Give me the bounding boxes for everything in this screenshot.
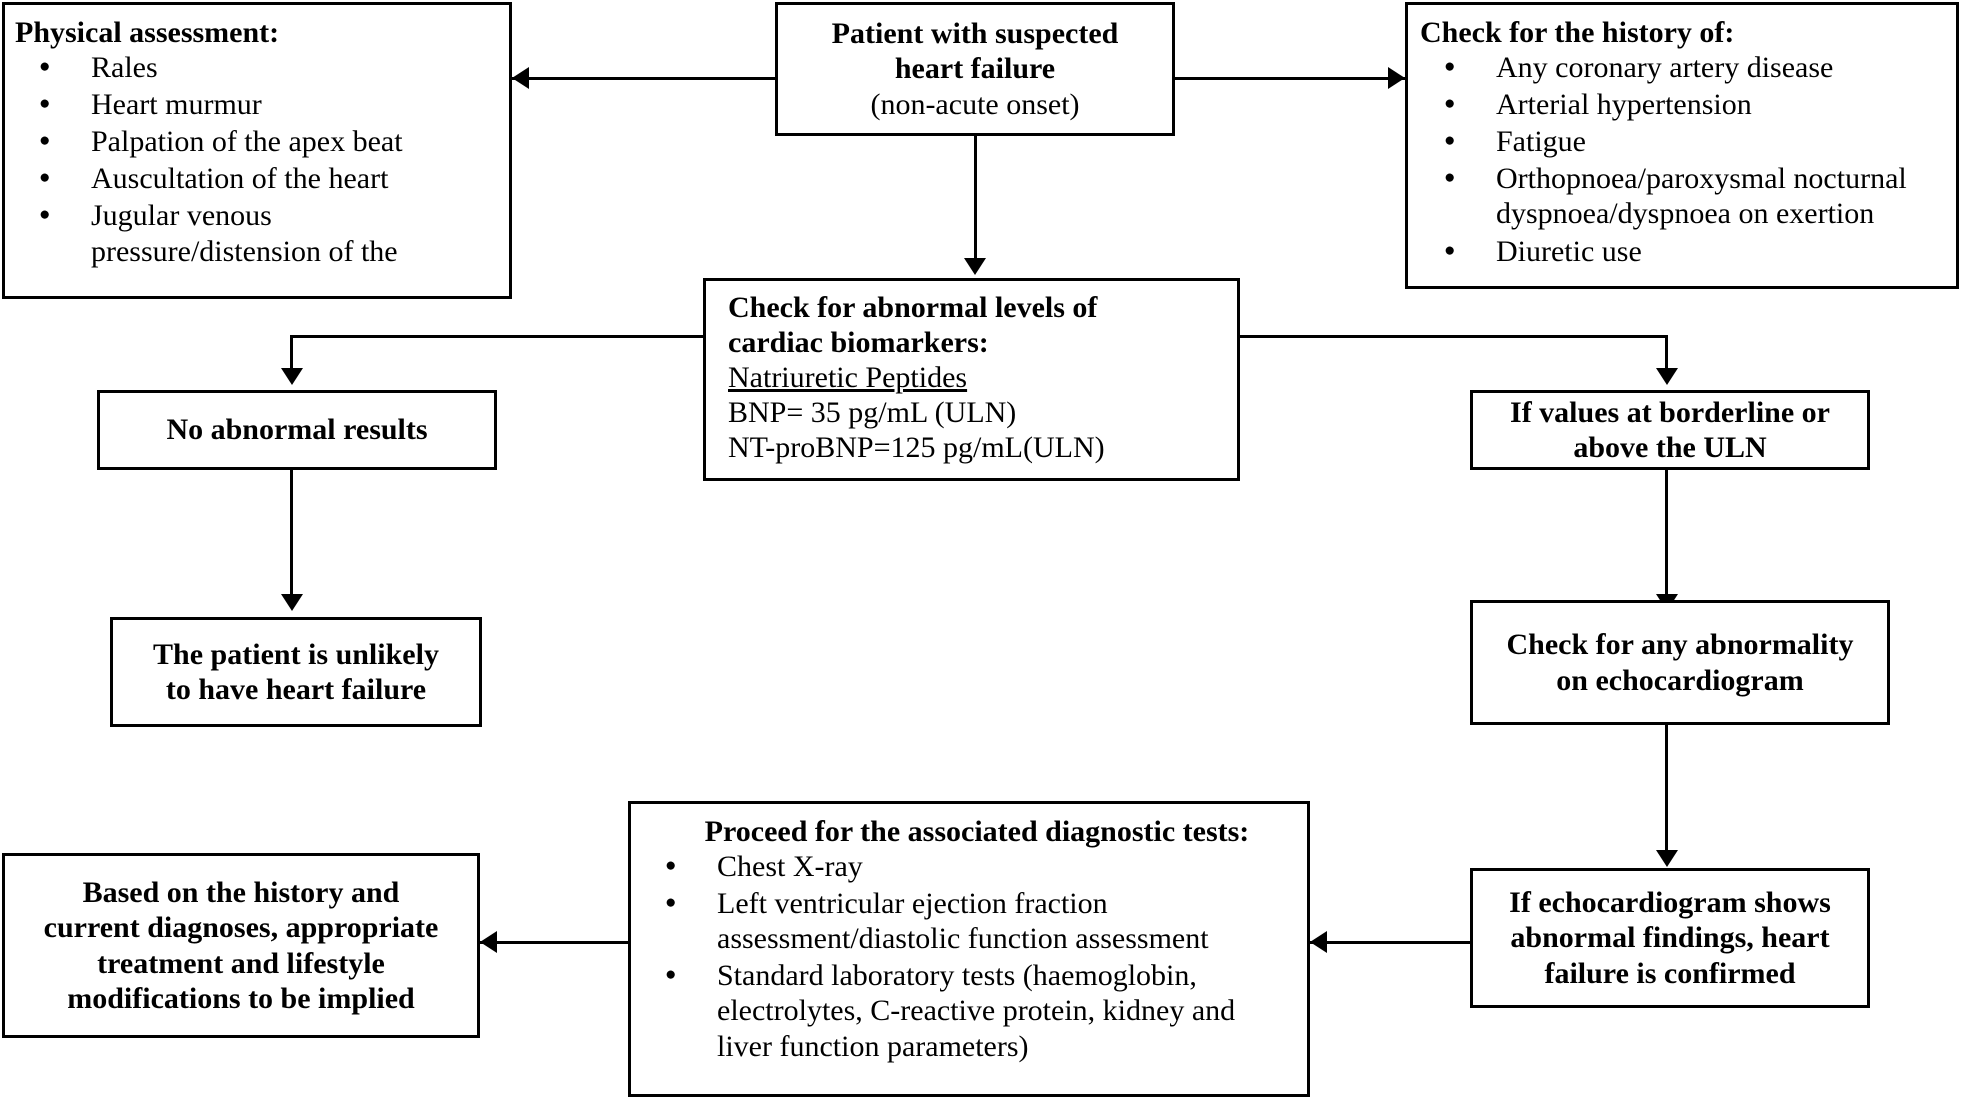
- patient-suspected-line1: Patient with suspected: [831, 17, 1119, 51]
- arrowhead-to-biomarkers: [964, 258, 986, 275]
- arrowhead-to-no-abnormal: [281, 368, 303, 385]
- echo-abnormal-line3: failure is confirmed: [1544, 956, 1796, 990]
- node-borderline-uln[interactable]: If values at borderline or above the ULN: [1470, 390, 1870, 470]
- biomarkers-bnp-value: BNP= 35 pg/mL (ULN): [728, 396, 1017, 430]
- connector-patient-to-history: [1175, 77, 1405, 80]
- biomarkers-heading-line2: cardiac biomarkers:: [728, 326, 989, 360]
- connector-borderline-to-echo: [1665, 469, 1668, 597]
- arrowhead-to-tests: [1310, 931, 1327, 953]
- list-item: Diuretic use: [1444, 234, 1948, 269]
- history-check-list: Any coronary artery disease Arterial hyp…: [1420, 50, 1948, 271]
- biomarkers-heading-line1: Check for abnormal levels of: [728, 291, 1098, 324]
- patient-suspected-line2: heart failure: [894, 52, 1056, 86]
- list-item: Jugular venous pressure/distension of th…: [39, 198, 411, 268]
- physical-assessment-list: Rales Heart murmur Palpation of the apex…: [15, 50, 501, 271]
- connector-confirmed-to-tests: [1310, 941, 1472, 944]
- echo-abnormal-line2: abnormal findings, heart: [1510, 921, 1830, 955]
- echo-abnormal-line1: If echocardiogram shows: [1509, 886, 1831, 920]
- connector-biomarkers-left: [290, 335, 705, 338]
- connector-no-abnormal-to-unlikely: [290, 469, 293, 597]
- treatment-plan-line4: modifications to be implied: [67, 981, 415, 1015]
- list-item: Left ventricular ejection fraction asses…: [665, 886, 1257, 956]
- node-check-echocardiogram[interactable]: Check for any abnormality on echocardiog…: [1470, 600, 1890, 725]
- list-item: Standard laboratory tests (haemoglobin, …: [665, 958, 1289, 1063]
- treatment-plan-line1: Based on the history and: [82, 876, 400, 910]
- list-item: Any coronary artery disease: [1444, 50, 1948, 85]
- diagnostic-tests-list: Chest X-ray Left ventricular ejection fr…: [643, 849, 1297, 1066]
- node-unlikely-heart-failure[interactable]: The patient is unlikely to have heart fa…: [110, 617, 482, 727]
- borderline-uln-line2: above the ULN: [1573, 431, 1767, 464]
- treatment-plan-line3: treatment and lifestyle: [97, 946, 385, 980]
- arrowhead-to-unlikely: [281, 594, 303, 611]
- treatment-plan-line2: current diagnoses, appropriate: [43, 911, 439, 945]
- borderline-uln-line1: If values at borderline or: [1510, 395, 1830, 429]
- list-item: Rales: [39, 50, 501, 85]
- connector-patient-to-biomarkers: [974, 136, 977, 261]
- check-echo-line2: on echocardiogram: [1556, 663, 1804, 697]
- node-patient-suspected-hf[interactable]: Patient with suspected heart failure (no…: [775, 2, 1175, 136]
- node-treatment-plan[interactable]: Based on the history and current diagnos…: [2, 853, 480, 1038]
- list-item: Arterial hypertension: [1444, 87, 1948, 122]
- node-diagnostic-tests[interactable]: Proceed for the associated diagnostic te…: [628, 801, 1310, 1097]
- list-item: Palpation of the apex beat: [39, 124, 501, 159]
- list-item: Orthopnoea/paroxysmal nocturnal dyspnoea…: [1444, 161, 1948, 231]
- arrowhead-to-treatment: [480, 931, 497, 953]
- node-physical-assessment[interactable]: Physical assessment: Rales Heart murmur …: [2, 2, 512, 299]
- arrowhead-to-history: [1388, 67, 1405, 89]
- diagnostic-tests-heading: Proceed for the associated diagnostic te…: [704, 815, 1250, 848]
- unlikely-hf-line1: The patient is unlikely: [153, 637, 439, 671]
- connector-biomarkers-right: [1238, 335, 1668, 338]
- biomarkers-subheading: Natriuretic Peptides: [728, 361, 968, 395]
- history-check-heading: Check for the history of:: [1420, 16, 1735, 49]
- connector-patient-to-physical: [512, 77, 775, 80]
- arrowhead-to-borderline: [1656, 368, 1678, 385]
- physical-assessment-heading: Physical assessment:: [15, 16, 280, 49]
- list-item: Chest X-ray: [665, 849, 1297, 884]
- node-cardiac-biomarkers[interactable]: Check for abnormal levels of cardiac bio…: [703, 278, 1240, 481]
- connector-right-drop: [1665, 335, 1668, 370]
- connector-tests-to-treatment: [480, 941, 630, 944]
- list-item: Auscultation of the heart: [39, 161, 501, 196]
- list-item: Heart murmur: [39, 87, 501, 122]
- list-item: Fatigue: [1444, 124, 1948, 159]
- patient-suspected-line3: (non-acute onset): [870, 87, 1080, 121]
- node-echocardiogram-abnormal[interactable]: If echocardiogram shows abnormal finding…: [1470, 868, 1870, 1008]
- connector-left-drop: [290, 335, 293, 370]
- no-abnormal-results-label: No abnormal results: [166, 413, 428, 447]
- arrowhead-to-physical: [512, 67, 529, 89]
- check-echo-line1: Check for any abnormality: [1506, 628, 1854, 662]
- connector-echo-to-confirmed: [1665, 725, 1668, 853]
- arrowhead-to-confirmed: [1656, 850, 1678, 867]
- biomarkers-ntprobnp-value: NT-proBNP=125 pg/mL(ULN): [728, 431, 1105, 465]
- unlikely-hf-line2: to have heart failure: [165, 673, 427, 706]
- node-no-abnormal-results[interactable]: No abnormal results: [97, 390, 497, 470]
- node-history-check[interactable]: Check for the history of: Any coronary a…: [1405, 2, 1959, 289]
